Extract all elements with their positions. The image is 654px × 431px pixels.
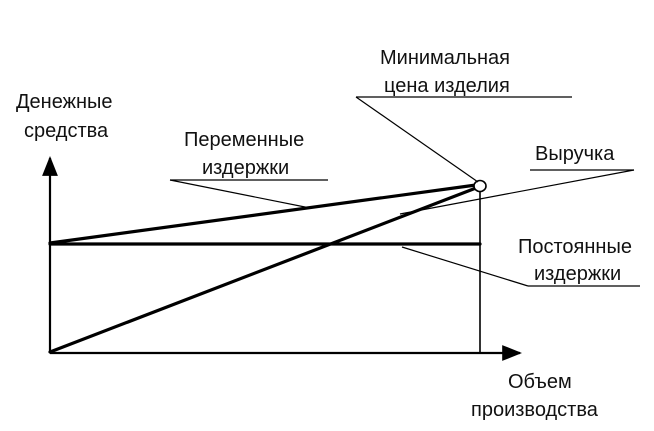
revenue-label: Выручка: [535, 143, 615, 165]
fixed-costs-leader: [401, 246, 529, 287]
x-axis-label-line2: производства: [471, 399, 599, 421]
y-axis-label-line1: Денежные: [16, 91, 113, 113]
variable-costs-label-line1: Переменные: [184, 129, 304, 151]
revenue-leader: [399, 169, 635, 215]
fixed-costs-label-line1: Постоянные: [518, 236, 632, 258]
min-price-leader: [355, 96, 479, 183]
min-price-label-line2: цена изделия: [384, 75, 510, 97]
revenue-line: [48, 186, 478, 354]
min-price-label-line1: Минимальная: [380, 47, 510, 69]
minimal-price-point: [473, 179, 487, 193]
fixed-costs-label-line2: издержки: [534, 263, 621, 285]
variable-costs-line: [48, 183, 478, 245]
variable-costs-leader: [169, 179, 311, 209]
x-axis-label-line1: Объем: [508, 371, 572, 393]
y-axis-label-line2: средства: [24, 120, 109, 142]
variable-costs-label-line2: издержки: [202, 157, 289, 179]
